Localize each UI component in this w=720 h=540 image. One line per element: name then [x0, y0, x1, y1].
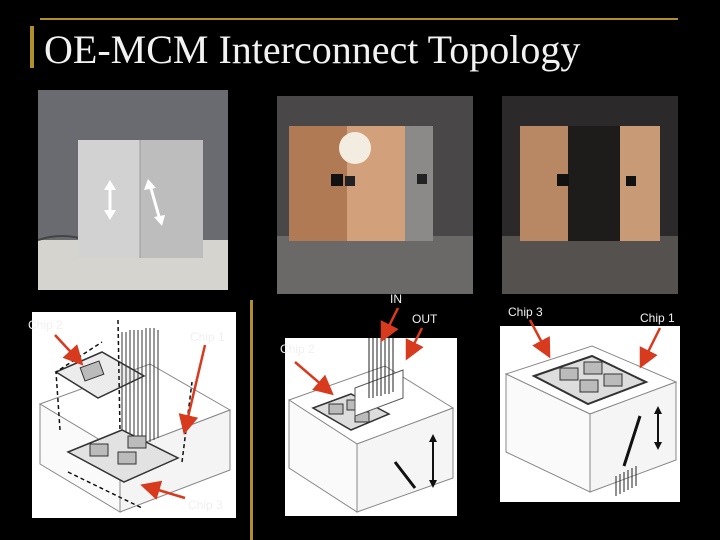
label-chip2-mid: Chip 2: [280, 342, 315, 356]
diagram-chip2-module: [285, 338, 457, 516]
label-in: IN: [390, 292, 402, 306]
label-chip1-left: Chip 1: [190, 330, 225, 344]
slide-title: OE-MCM Interconnect Topology: [44, 27, 581, 72]
divider-vertical: [250, 300, 253, 540]
title-left-bar: [30, 26, 34, 68]
title-underline: [40, 18, 678, 20]
photo-aluminum-module: [38, 90, 228, 290]
label-chip2-left: Chip 2: [28, 318, 63, 332]
diagram-chip1-chip3-module: [500, 326, 680, 502]
label-chip1-right: Chip 1: [640, 311, 675, 325]
photo-copper-module-1: [277, 96, 473, 294]
label-out: OUT: [412, 312, 438, 326]
label-chip3-right: Chip 3: [508, 305, 543, 319]
label-chip3-left: Chip 3: [188, 498, 223, 512]
arrow-in: [380, 307, 400, 343]
photo-copper-module-2: [502, 96, 678, 294]
